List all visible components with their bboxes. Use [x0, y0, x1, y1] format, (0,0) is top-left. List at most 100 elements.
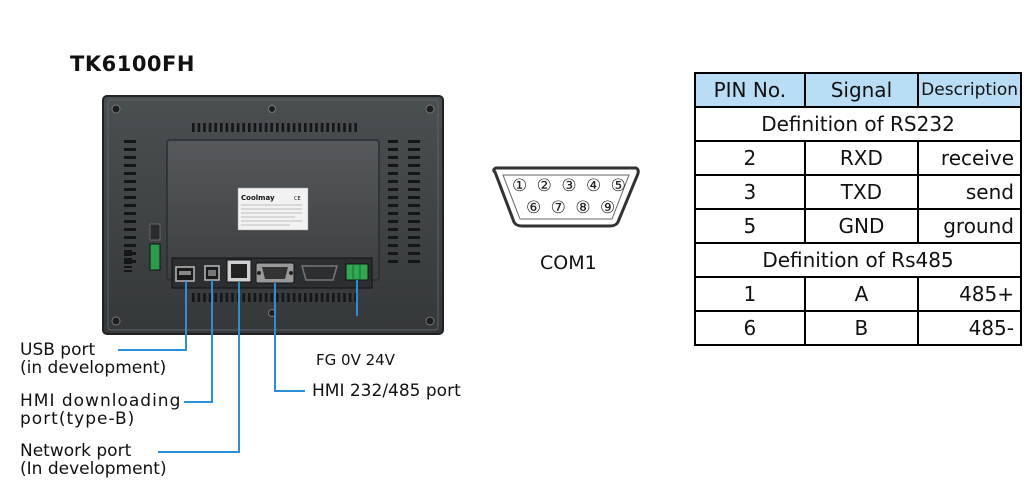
section-title-rs485: Definition of Rs485 — [694, 242, 1022, 278]
pin-1: ① — [512, 176, 530, 196]
vent-slot — [225, 123, 229, 132]
vent-slot — [124, 262, 132, 264]
section-title-row: Definition of Rs485 — [694, 242, 1022, 278]
network-port-callout-line2: (In development) — [20, 459, 167, 479]
vent-slot — [124, 244, 136, 247]
pin-7: ⑦ — [550, 198, 568, 218]
right-vent — [388, 140, 420, 263]
pin-number: 3 — [694, 174, 806, 210]
vent-slot — [408, 164, 420, 167]
vent-slot — [408, 156, 420, 159]
vent-slot — [408, 212, 420, 215]
vent-slot — [242, 123, 245, 132]
vent-slot — [408, 228, 420, 231]
signal-description: 485+ — [917, 276, 1022, 312]
table-row: 6 B 485- — [694, 310, 1022, 346]
vent-slot — [124, 180, 136, 183]
vent-slot — [124, 254, 132, 256]
vent-slot — [259, 293, 262, 302]
vent-slot — [287, 123, 290, 132]
header-pin-no: PIN No. — [694, 72, 806, 108]
table-header-row: PIN No. Signal Description — [694, 72, 1022, 108]
pin-9: ⑨ — [599, 198, 618, 218]
vent-slot — [309, 293, 313, 302]
side-terminal — [149, 243, 161, 271]
vent-slot — [388, 148, 398, 151]
section-title-row: Definition of RS232 — [694, 106, 1022, 142]
vent-slot — [332, 293, 335, 302]
vent-slot — [231, 293, 234, 302]
vent-slot — [197, 123, 201, 132]
vent-slot — [298, 123, 301, 132]
vent-slot — [203, 293, 206, 302]
vent-slot — [124, 148, 136, 151]
usb-port — [175, 266, 195, 282]
usb-port-callout: USB port (in development) — [20, 341, 166, 377]
vent-slot — [388, 252, 398, 255]
vent-slot — [264, 123, 268, 132]
model-title: TK6100FH — [70, 52, 195, 76]
vent-slot — [315, 293, 318, 302]
vent-slot — [388, 188, 398, 191]
hmi-serial-callout: HMI 232/485 port — [312, 381, 461, 401]
vent-slot — [124, 172, 136, 175]
vent-slot — [388, 180, 398, 183]
label-mark: CE — [294, 196, 301, 202]
signal-description: ground — [917, 208, 1022, 244]
signal-name: RXD — [803, 140, 920, 176]
vent-slot — [388, 260, 398, 263]
usb-b-port — [204, 265, 220, 281]
vent-slot — [348, 123, 352, 132]
vent-slot — [281, 293, 285, 302]
vent-slot — [408, 244, 420, 247]
pin-definition-table: PIN No. Signal Description Definition of… — [694, 72, 1022, 346]
network-port-callout-line1: Network port — [20, 441, 132, 461]
vent-slot — [281, 123, 285, 132]
vent-slot — [408, 204, 420, 207]
hmi-download-callout-line2: port(type-B) — [20, 409, 136, 429]
vent-slot — [388, 228, 398, 231]
vent-slot — [337, 293, 341, 302]
vent-slot — [270, 293, 273, 302]
vent-slot — [408, 260, 420, 263]
vent-slot — [264, 293, 268, 302]
vent-slot — [287, 293, 290, 302]
vent-slot — [298, 293, 301, 302]
vent-slot — [408, 220, 420, 223]
hmi-download-callout: HMI downloading port(type-B) — [20, 392, 181, 428]
pin-number: 2 — [694, 140, 806, 176]
vent-slot — [354, 293, 357, 302]
vent-slot — [208, 123, 212, 132]
network-port-callout: Network port (In development) — [20, 442, 167, 478]
vent-slot — [388, 164, 398, 167]
vent-slot — [309, 123, 313, 132]
vent-slot — [408, 252, 420, 255]
vent-slot — [124, 266, 132, 268]
vent-slot — [124, 252, 136, 255]
hmi-download-callout-line1: HMI downloading — [20, 391, 182, 411]
vent-slot — [192, 293, 195, 302]
vent-slot — [253, 123, 257, 132]
table-row: 3 TXD send — [694, 174, 1022, 210]
vent-slot — [124, 164, 136, 167]
vent-slot — [343, 123, 346, 132]
hmi-download-leader — [184, 280, 213, 403]
vent-slot — [124, 260, 136, 263]
leader-lines — [118, 280, 358, 453]
pin-number: 6 — [694, 310, 806, 346]
vent-slot — [388, 236, 398, 239]
power-terminal — [345, 263, 369, 281]
vent-slot — [236, 123, 240, 132]
vent-slot — [388, 172, 398, 175]
table-row: 5 GND ground — [694, 208, 1022, 244]
vent-slot — [354, 123, 357, 132]
vent-slot — [408, 188, 420, 191]
pin-2: ② — [536, 176, 554, 196]
signal-name: B — [803, 310, 920, 346]
left-vent — [124, 140, 136, 272]
vent-slot — [388, 140, 398, 143]
vent-slot — [124, 188, 136, 191]
table-row: 2 RXD receive — [694, 140, 1022, 176]
vent-slot — [124, 212, 136, 215]
label-brand: Coolmay — [241, 194, 275, 202]
